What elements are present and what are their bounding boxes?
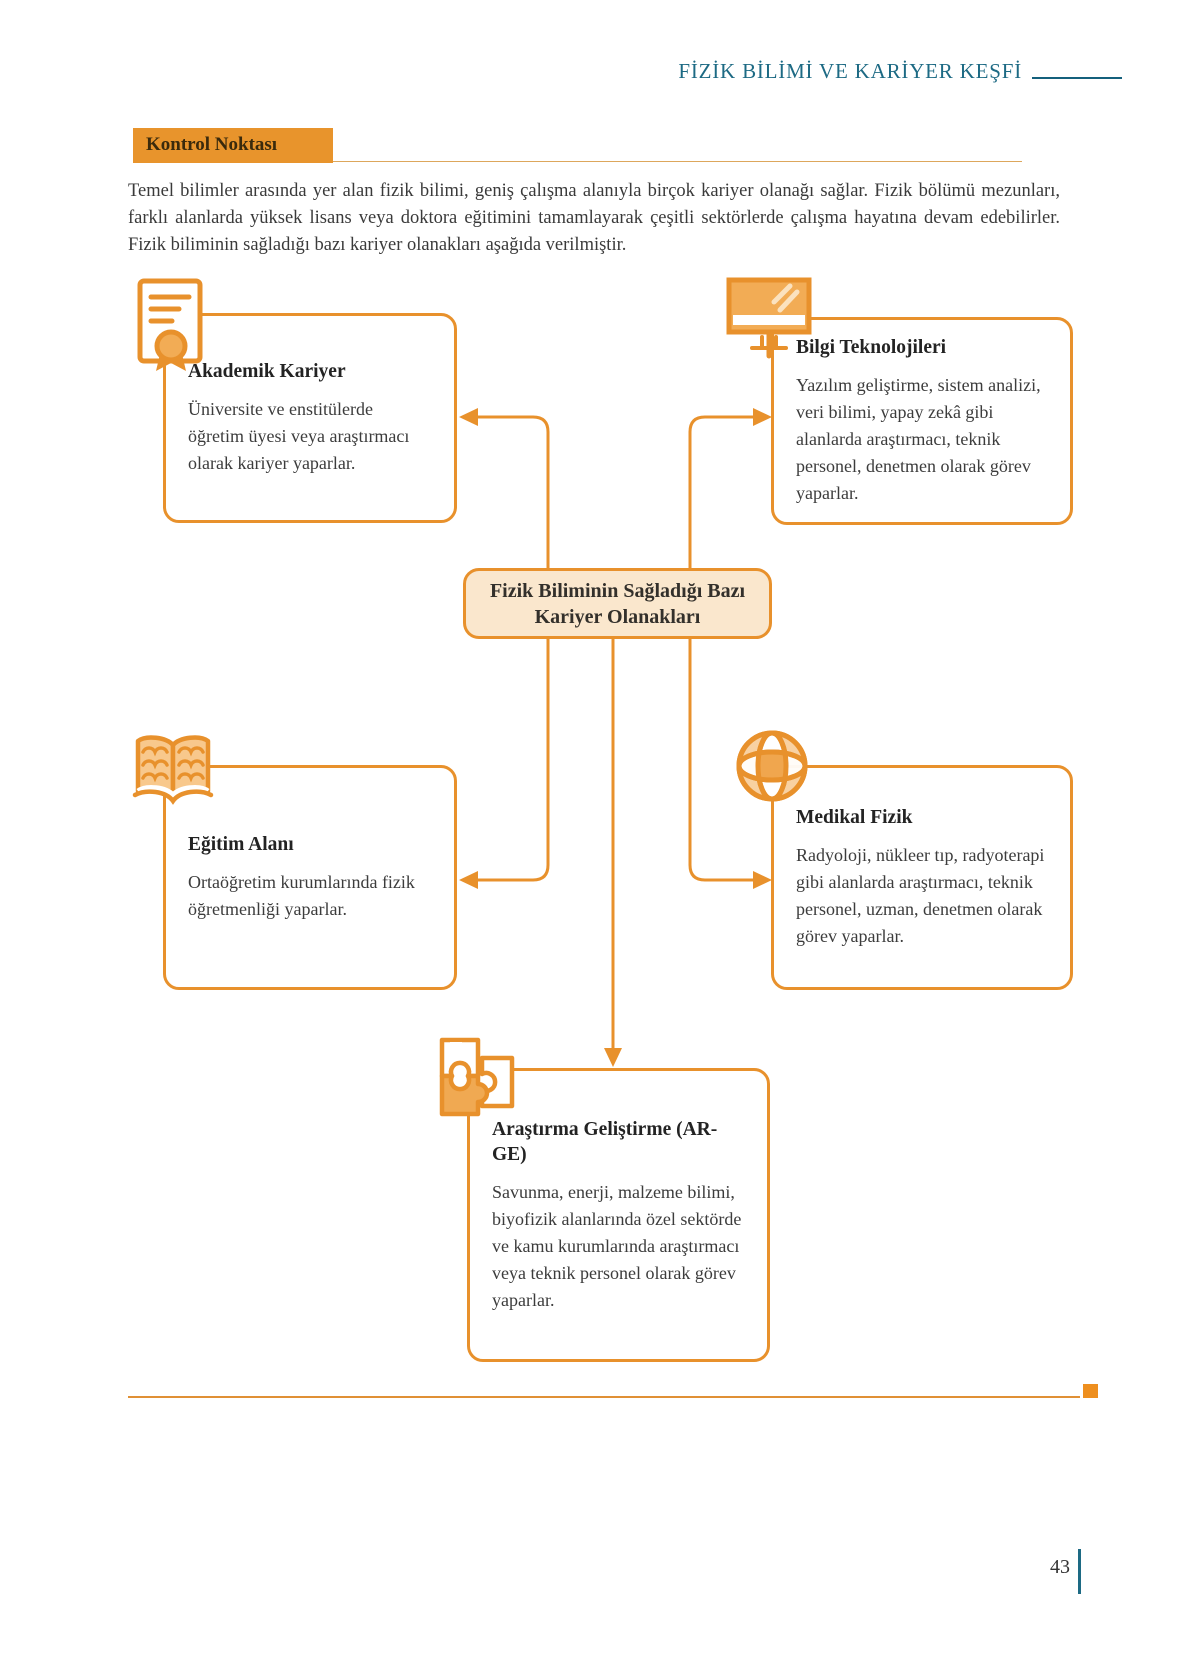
card-body: Yazılım geliştirme, sistem analizi, veri… (796, 375, 1041, 503)
checkpoint-badge: Kontrol Noktası (133, 128, 333, 163)
arrowhead-right-top (753, 408, 772, 426)
central-node: Fizik Biliminin Sağladığı Bazı Kariyer O… (463, 568, 772, 639)
card-body: Radyoloji, nükleer tıp, radyoterapi gibi… (796, 845, 1045, 946)
open-book-icon (132, 735, 214, 805)
globe-icon (736, 730, 808, 802)
card-title: Bilgi Teknolojileri (796, 337, 947, 358)
central-node-title-line1: Fizik Biliminin Sağladığı Bazı (489, 579, 746, 602)
card-title: Araştırma Geliştirme (AR-GE) (492, 1118, 718, 1165)
page-number-bar (1078, 1549, 1081, 1594)
puzzle-icon (439, 1037, 515, 1117)
card-arastirma-gelistirme: Araştırma Geliştirme (AR-GE) Savunma, en… (467, 1068, 770, 1362)
card-title: Medikal Fizik (796, 807, 913, 828)
card-akademik-kariyer: Akademik Kariyer Üniversite ve enstitüle… (163, 313, 457, 523)
arrowhead-left-bottom (459, 871, 478, 889)
certificate-icon (137, 278, 203, 371)
monitor-icon (726, 277, 812, 359)
arrowhead-left-top (459, 408, 478, 426)
page-header-title: FİZİK BİLİMİ VE KARİYER KEŞFİ (678, 59, 1022, 83)
card-medikal-fizik: Medikal Fizik Radyoloji, nükleer tıp, ra… (771, 765, 1073, 990)
badge-rule (133, 161, 1022, 162)
page-number: 43 (1050, 1556, 1070, 1578)
footer-square-ornament (1083, 1384, 1098, 1398)
card-title: Eğitim Alanı (188, 834, 294, 855)
card-body: Üniversite ve enstitülerde öğretim üyesi… (188, 399, 410, 473)
footer-rule (128, 1396, 1080, 1398)
card-body: Savunma, enerji, malzeme bilimi, biyofiz… (492, 1181, 742, 1310)
central-node-title-line2: Kariyer Olanakları (534, 605, 701, 628)
arrowhead-right-bottom (753, 871, 772, 889)
card-title: Akademik Kariyer (188, 361, 346, 382)
intro-paragraph: Temel bilimler arasında yer alan fizik b… (128, 181, 1060, 255)
card-egitim-alani: Eğitim Alanı Ortaöğretim kurumlarında fi… (163, 765, 457, 990)
header-rule (1032, 77, 1122, 79)
card-body: Ortaöğretim kurumlarında fizik öğretmenl… (188, 872, 415, 919)
card-bilgi-teknolojileri: Bilgi Teknolojileri Yazılım geliştirme, … (771, 317, 1073, 525)
arrowhead-down-center (604, 1048, 622, 1067)
